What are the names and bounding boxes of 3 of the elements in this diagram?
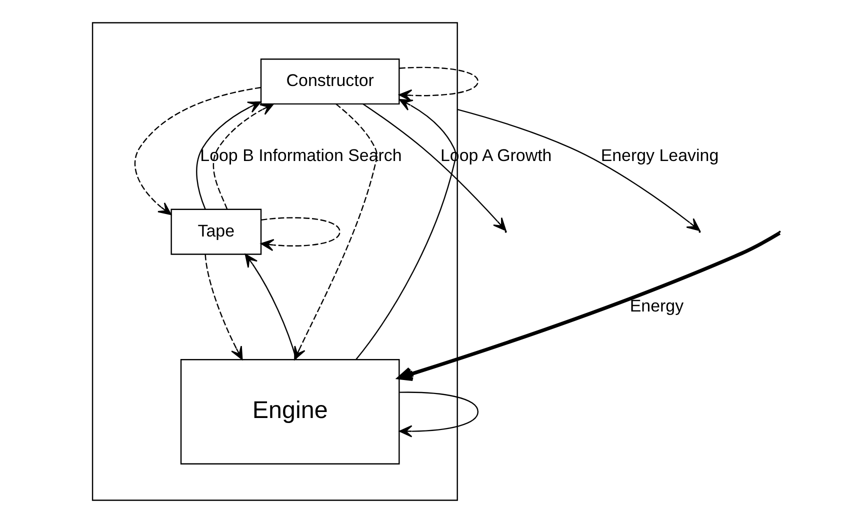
edge-label: Energy [629, 296, 684, 316]
edge-label: Loop B Information Search [200, 146, 402, 166]
edge-label: Energy Leaving [600, 146, 718, 166]
